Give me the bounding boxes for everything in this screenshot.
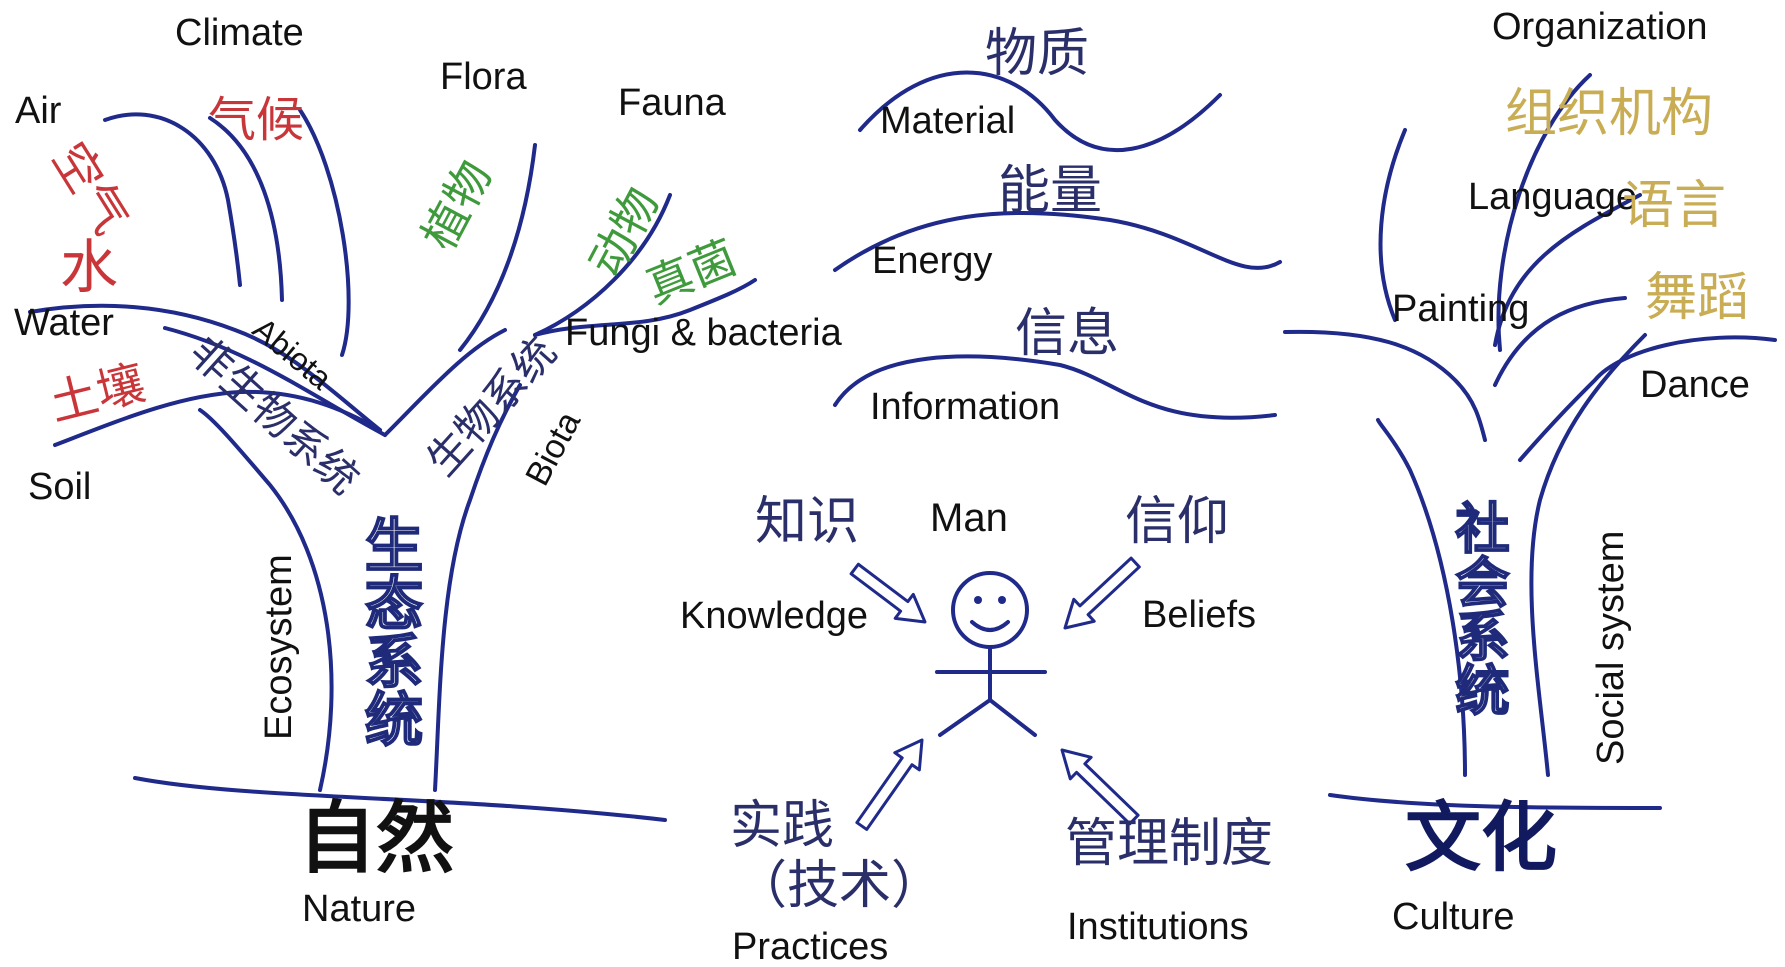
culture-trunk-right xyxy=(1529,333,1647,777)
practices-label-en: Practices xyxy=(732,926,889,967)
knowledge-label-cn: 知识 xyxy=(755,492,860,552)
beliefs-label-cn: 信仰 xyxy=(1125,492,1230,552)
material-label-en: Material xyxy=(880,100,1016,142)
middle-wave-lines xyxy=(833,70,1282,420)
climate-branch-b xyxy=(298,108,351,357)
culture-label-cn: 文化 xyxy=(1405,793,1557,882)
climate-label-cn: 气候 xyxy=(208,92,305,148)
biota-main-branch xyxy=(383,328,507,437)
culture-inner-branch-a xyxy=(1283,329,1487,442)
soil-label-en: Soil xyxy=(28,466,92,508)
dance-label-en: Dance xyxy=(1640,364,1750,406)
institutions-arrow xyxy=(1060,748,1140,826)
beliefs-label-en: Beliefs xyxy=(1142,594,1257,636)
information-label-en: Information xyxy=(870,386,1061,428)
energy-label-en: Energy xyxy=(872,240,993,282)
fungi-label-en: Fungi & bacteria xyxy=(565,312,842,354)
organization-label-en: Organization xyxy=(1492,6,1708,48)
energy-wave xyxy=(833,210,1282,272)
painting-branch xyxy=(1378,128,1407,322)
man-label-en: Man xyxy=(930,496,1008,540)
information-label-cn: 信息 xyxy=(1015,304,1120,364)
language-branch xyxy=(1493,193,1642,347)
man-right-eye xyxy=(998,596,1006,604)
water-branch xyxy=(28,303,382,432)
ecosystem-label-en: Ecosystem xyxy=(258,554,300,740)
climate-label-en: Climate xyxy=(175,12,304,54)
nature-label-cn: 自然 xyxy=(298,794,455,884)
man-smile xyxy=(970,620,1010,632)
organization-label-cn: 组织机构 xyxy=(1505,84,1714,144)
information-wave xyxy=(833,354,1277,420)
dance-branch-b xyxy=(1518,335,1777,462)
social-system-label-en: Social system xyxy=(1590,530,1632,765)
material-wave xyxy=(858,70,1222,153)
ecosystem-label-cn: 生态系统 xyxy=(354,514,424,748)
beliefs-arrow xyxy=(1063,556,1141,630)
material-label-cn: 物质 xyxy=(985,24,1090,84)
man-head xyxy=(951,571,1029,649)
social-system-label-cn: 社会系统 xyxy=(1445,499,1510,717)
climate-branch-a xyxy=(208,116,284,302)
practices-label-cn-2: （技术） xyxy=(735,856,944,916)
culture-tree-lines xyxy=(1283,73,1777,810)
practices-label-cn-1: 实践 xyxy=(730,796,835,856)
dance-label-cn: 舞蹈 xyxy=(1645,268,1750,328)
institutions-label-cn: 管理制度 xyxy=(1065,814,1274,874)
man-left-eye xyxy=(974,596,982,604)
organization-branch xyxy=(1496,73,1592,352)
fauna-branch xyxy=(533,193,672,337)
institutions-label-en: Institutions xyxy=(1067,906,1249,948)
energy-label-cn: 能量 xyxy=(998,161,1103,221)
flora-branch xyxy=(458,143,537,352)
fauna-label-en: Fauna xyxy=(618,82,726,124)
language-label-en: Language xyxy=(1468,176,1638,218)
knowledge-arrow xyxy=(849,562,927,624)
air-label-en: Air xyxy=(15,90,62,132)
water-label-en: Water xyxy=(14,302,114,344)
fungi-branch xyxy=(533,278,757,337)
nature-tree-lines xyxy=(28,108,757,822)
nature-label-en: Nature xyxy=(302,888,417,930)
water-label-cn: 水 xyxy=(60,233,119,301)
man-figure xyxy=(935,571,1047,737)
arrows xyxy=(849,556,1141,831)
man-right-leg xyxy=(988,698,1037,737)
painting-label-en: Painting xyxy=(1392,288,1530,330)
culture-trunk-left xyxy=(1376,418,1467,777)
soil-branch xyxy=(53,389,382,447)
ecosystem-trunk-left xyxy=(198,408,334,792)
practices-arrow xyxy=(855,738,924,831)
culture-ground-line xyxy=(1328,793,1662,810)
knowledge-label-en: Knowledge xyxy=(680,595,869,637)
man-left-leg xyxy=(938,698,992,737)
culture-label-en: Culture xyxy=(1392,896,1515,938)
dance-branch-a xyxy=(1493,296,1627,387)
ecosystem-trunk-right xyxy=(433,383,522,792)
language-label-cn: 语言 xyxy=(1622,176,1727,236)
flora-label-en: Flora xyxy=(440,56,527,98)
nature-ground-line xyxy=(133,776,667,822)
air-branch xyxy=(103,112,242,287)
